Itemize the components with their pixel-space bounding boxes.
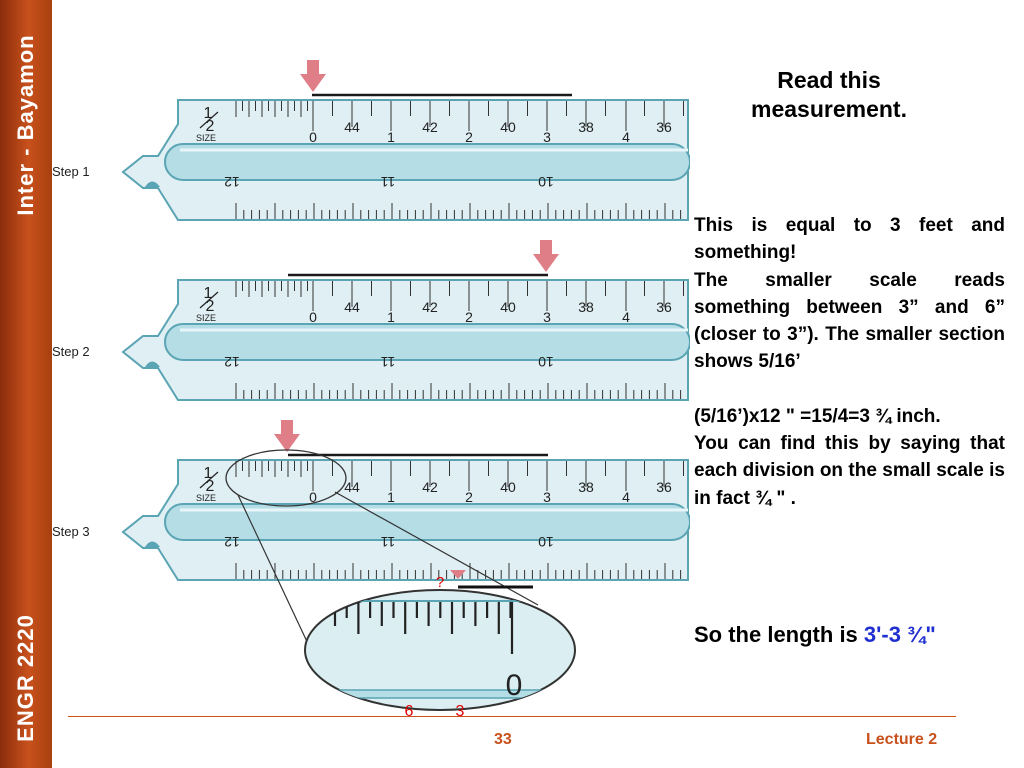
top-scale-label: 1	[387, 309, 395, 325]
top-scale-label: 1	[387, 489, 395, 505]
conclusion-prefix: So the length is	[694, 622, 864, 647]
size-label: SIZE	[196, 133, 216, 143]
top-scale-label: 44	[344, 119, 360, 135]
zoom-ticks	[333, 602, 514, 654]
size-numerator: 1	[204, 285, 213, 302]
paragraph-division: You can find this by saying that each di…	[694, 433, 1005, 509]
top-scale-ticks	[235, 101, 684, 131]
top-scale-label: 36	[656, 479, 672, 495]
size-slash	[199, 111, 219, 129]
bottom-scale-ticks	[235, 203, 682, 219]
step-label: Step 1	[52, 164, 90, 179]
scale-groove	[164, 323, 690, 361]
bottom-scale-ticks	[235, 563, 682, 579]
top-scale-label: 42	[422, 479, 438, 495]
bottom-scale-ticks	[235, 383, 682, 399]
top-scale-label: 38	[578, 479, 594, 495]
paragraph-gap	[694, 376, 1005, 403]
top-scale-label: 1	[387, 129, 395, 145]
pointer-arrow	[274, 420, 300, 452]
top-scale-label: 44	[344, 299, 360, 315]
bottom-scale-label: 10	[538, 174, 554, 190]
top-scale-label: 2	[465, 309, 473, 325]
footer-divider	[68, 716, 956, 717]
top-scale-label: 3	[543, 489, 551, 505]
zoom-connector-left	[237, 494, 319, 666]
sidebar: Inter - Bayamon ENGR 2220	[0, 0, 52, 768]
size-numerator: 1	[204, 105, 213, 122]
top-scale-label: 40	[500, 479, 516, 495]
size-slash	[199, 471, 219, 489]
explanation-text: This is equal to 3 feet and something! T…	[694, 212, 1005, 512]
top-scale-label: 2	[465, 129, 473, 145]
top-scale-label: 0	[309, 309, 317, 325]
size-denominator: 2	[206, 298, 215, 315]
top-scale-label: 40	[500, 299, 516, 315]
size-label: SIZE	[196, 493, 216, 503]
zoom-left-number: 6	[405, 703, 414, 720]
scale-notch	[145, 541, 160, 547]
zoom-source-ellipse	[225, 449, 347, 507]
paragraph-small-scale: The smaller scale reads something betwee…	[694, 269, 1005, 373]
zoom-groove	[305, 689, 575, 699]
top-scale-label: 4	[622, 489, 630, 505]
top-scale-label: 36	[656, 119, 672, 135]
top-scale-label: 40	[500, 119, 516, 135]
top-scale-label: 3	[543, 309, 551, 325]
top-scale-label: 42	[422, 119, 438, 135]
scale-notch	[145, 361, 160, 367]
zoom-question-mark: ?	[436, 574, 444, 591]
bottom-scale-label: 11	[381, 534, 396, 550]
bottom-scale-label: 12	[224, 174, 240, 190]
top-scale-label: 0	[309, 129, 317, 145]
page-number: 33	[494, 731, 512, 748]
top-scale-label: 42	[422, 299, 438, 315]
scale-groove	[164, 143, 690, 181]
bottom-scale-label: 11	[381, 354, 396, 370]
scale-groove	[164, 503, 690, 541]
pointer-arrow	[533, 240, 559, 272]
lecture-label: Lecture 2	[866, 731, 938, 748]
paragraph-feet: This is equal to 3 feet and something!	[694, 215, 1005, 264]
bottom-scale-label: 11	[381, 174, 396, 190]
bottom-scale-label: 10	[538, 354, 554, 370]
zoom-lens	[304, 589, 576, 711]
size-label: SIZE	[196, 313, 216, 323]
conclusion-value: 3'-3 ¾"	[863, 622, 936, 647]
size-slash	[199, 291, 219, 309]
step-label: Step 3	[52, 524, 90, 539]
zoom-zero-label: 0	[506, 669, 523, 702]
zoom-right-number: 3	[456, 703, 465, 720]
top-scale-ticks	[235, 461, 684, 491]
top-scale-label: 4	[622, 309, 630, 325]
bottom-scale-label: 12	[224, 354, 240, 370]
top-scale-label: 38	[578, 119, 594, 135]
top-scale-label: 38	[578, 299, 594, 315]
step-label: Step 2	[52, 344, 90, 359]
top-scale-label: 4	[622, 129, 630, 145]
conclusion-text: So the length is 3'-3 ¾"	[694, 620, 1005, 649]
size-numerator: 1	[204, 465, 213, 482]
zoom-pointer-arrow	[450, 570, 466, 579]
top-scale-label: 36	[656, 299, 672, 315]
size-denominator: 2	[206, 478, 215, 495]
top-scale-ticks	[235, 281, 684, 311]
slide-title: Read this measurement.	[751, 67, 907, 122]
top-scale-label: 0	[309, 489, 317, 505]
bottom-scale-label: 12	[224, 534, 240, 550]
top-scale-label: 2	[465, 489, 473, 505]
paragraph-calculation: (5/16’)x12 " =15/4=3 ¾ inch.	[694, 405, 941, 427]
scale-notch	[145, 181, 160, 187]
top-scale-label: 3	[543, 129, 551, 145]
top-scale-label: 44	[344, 479, 360, 495]
bottom-scale-label: 10	[538, 534, 554, 550]
size-denominator: 2	[206, 118, 215, 135]
pointer-arrow	[300, 60, 326, 92]
